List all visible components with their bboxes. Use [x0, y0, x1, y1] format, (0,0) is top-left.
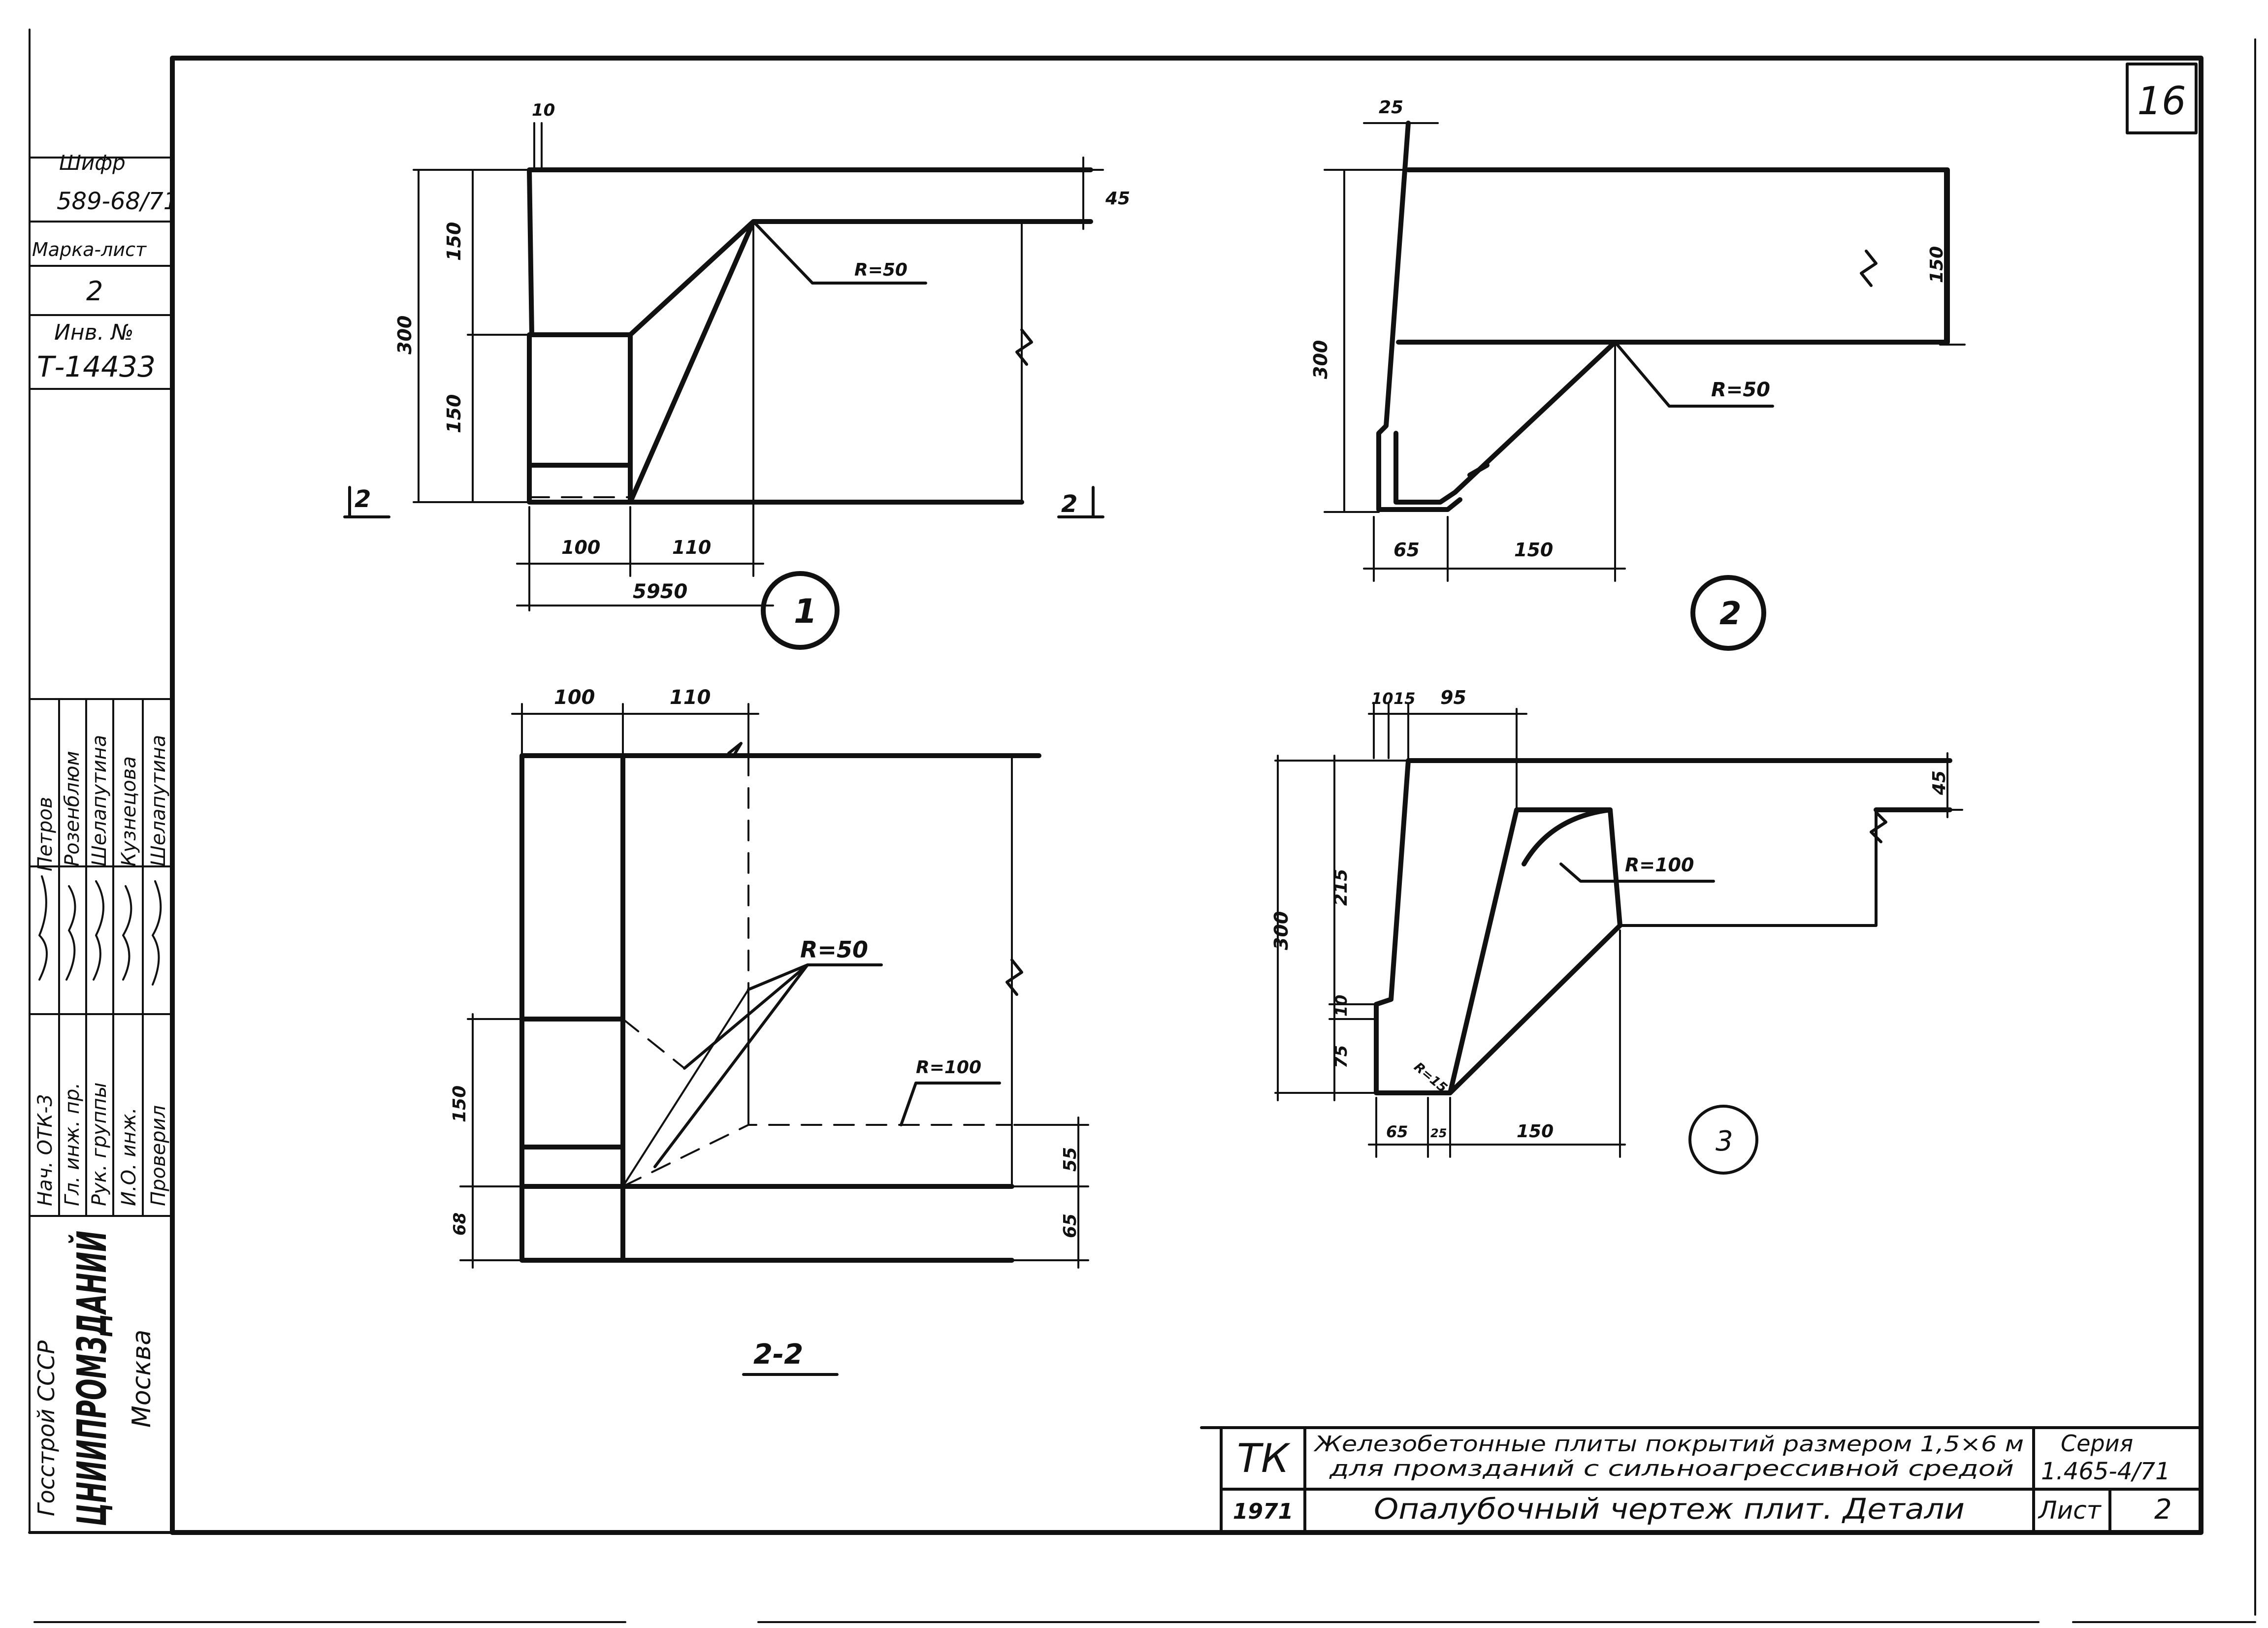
name-4: Кузнецова	[118, 756, 140, 866]
year: 1971	[1233, 1499, 1293, 1524]
d3-dim-150: 150	[1517, 1121, 1554, 1142]
section-outline	[519, 753, 1041, 1263]
d2-dim-150-bottom: 150	[1514, 539, 1553, 561]
d1-dim-150b: 150	[443, 394, 465, 433]
d3-dim-15: 15	[1393, 689, 1416, 708]
role-1: Нач. ОТК-3	[34, 1094, 57, 1206]
detail-1-marker	[761, 571, 840, 650]
title-line-2: для промзданий с сильноагрессивной средо…	[1329, 1456, 2014, 1481]
d1-dim-100: 100	[561, 537, 600, 558]
s-dim-55: 55	[1060, 1147, 1080, 1172]
d3-dim-75: 75	[1331, 1045, 1351, 1068]
d3-dim-10b: 10	[1332, 994, 1351, 1017]
ministry: Госстрой СССР	[33, 1341, 60, 1516]
detail-3: 10 15 95 45 215 300 10 75 R=100 R=15 65 …	[1270, 687, 1963, 1175]
code-label: Шифр	[59, 151, 126, 175]
code-value: 589-68/71	[57, 188, 178, 215]
title-block: ТК 1971 Железобетонные плиты покрытий ра…	[1200, 1426, 2203, 1534]
d1-dim-110: 110	[672, 537, 711, 558]
s-dim-100: 100	[554, 686, 595, 709]
detail-2-marker	[1690, 575, 1766, 651]
d1-section-mark-right: 2	[1061, 490, 1077, 518]
institute: ЦНИИПРОМЗДАНИЙ	[68, 1231, 116, 1526]
list-label: Лист	[2038, 1496, 2102, 1525]
d2-dim-r50: R=50	[1711, 379, 1770, 401]
d1-dim-10: 10	[532, 100, 555, 120]
d3-dim-10: 10	[1371, 689, 1393, 708]
name-1: Петров	[34, 797, 57, 871]
detail-1-outline	[527, 167, 1093, 505]
detail-3-outline	[1374, 758, 1952, 1095]
role-2: Гл. инж. пр.	[61, 1083, 84, 1206]
d1-dim-45: 45	[1105, 189, 1130, 209]
list-value: 2	[2154, 1494, 2172, 1526]
d2-dim-65: 65	[1393, 539, 1420, 561]
s-dim-68: 68	[450, 1213, 470, 1236]
s-dim-110: 110	[670, 686, 711, 709]
d2-dim-300: 300	[1310, 340, 1331, 379]
section-2-2: 100 110 R=50 R=100 150 68 55 65 2-2	[450, 686, 1089, 1376]
inv-value: Т-14433	[37, 350, 156, 383]
series-value: 1.465-4/71	[2041, 1458, 2171, 1485]
role-5: Проверил	[147, 1105, 170, 1206]
signature-scribble	[38, 875, 162, 986]
d2-dim-25: 25	[1379, 97, 1403, 118]
d3-dim-r15: R=15	[1411, 1059, 1450, 1095]
d1-dim-300: 300	[394, 316, 416, 354]
name-2: Розенблюм	[61, 751, 84, 866]
d1-dim-150a: 150	[443, 222, 465, 261]
d3-dim-45: 45	[1929, 770, 1949, 796]
s-dim-65: 65	[1060, 1213, 1080, 1238]
detail-3-mark: 3	[1716, 1125, 1733, 1157]
subtitle: Опалубочный чертеж плит. Детали	[1374, 1492, 1965, 1526]
sheet-number: 16	[2137, 79, 2186, 124]
detail-2-mark: 2	[1719, 596, 1742, 632]
detail-2: 25 150 300 R=50 65 150 2	[1310, 97, 1966, 651]
name-5: Шелапутина	[147, 735, 170, 866]
d3-dim-65: 65	[1386, 1122, 1408, 1141]
detail-1: 10 45 150 300 150 R=50 100 110 5950 2 2 …	[343, 100, 1130, 650]
s-dim-150: 150	[450, 1085, 470, 1122]
left-stamp: Шифр 589-68/71 Марка-лист 2 Инв. № Т-144…	[29, 151, 178, 1217]
d3-dim-r100: R=100	[1625, 854, 1694, 876]
mark-label: Марка-лист	[32, 239, 147, 260]
title-line-1: Железобетонные плиты покрытий размером 1…	[1313, 1432, 2024, 1457]
d1-dim-r50: R=50	[854, 260, 907, 280]
s-dim-r50: R=50	[800, 936, 868, 963]
d3-dim-25: 25	[1430, 1126, 1447, 1140]
d3-dim-95: 95	[1440, 687, 1466, 708]
organization-block: Госстрой СССР ЦНИИПРОМЗДАНИЙ Москва	[33, 1231, 157, 1526]
section-title: 2-2	[753, 1339, 803, 1371]
d1-section-mark-left: 2	[355, 485, 371, 513]
detail-1-mark: 1	[794, 592, 817, 631]
city: Москва	[127, 1330, 157, 1428]
inv-label: Инв. №	[54, 320, 133, 345]
name-3: Шелапутина	[88, 735, 111, 866]
s-dim-r100: R=100	[916, 1057, 981, 1078]
d3-dim-215: 215	[1331, 869, 1351, 906]
detail-2-outline	[1376, 121, 1950, 512]
tk-mark: ТК	[1237, 1436, 1291, 1481]
role-3: Рук. группы	[88, 1083, 111, 1206]
role-4: И.О. инж.	[118, 1108, 140, 1206]
sheet-frame	[28, 29, 2256, 1623]
d1-dim-5950: 5950	[633, 580, 687, 603]
d3-dim-300: 300	[1270, 911, 1292, 950]
d2-dim-150: 150	[1927, 246, 1947, 283]
sheet-number-box: 16	[2126, 63, 2198, 134]
detail-3-marker	[1688, 1105, 1758, 1175]
mark-value: 2	[86, 276, 103, 307]
series-label: Серия	[2061, 1430, 2133, 1457]
signature-table: Нач. ОТК-3 Петров Гл. инж. пр. Розенблюм…	[29, 698, 173, 1217]
